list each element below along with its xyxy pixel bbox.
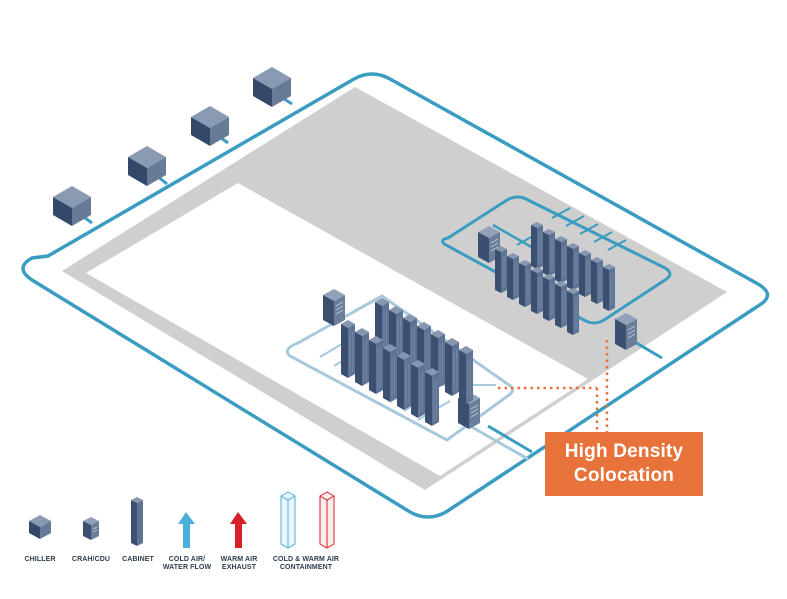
crah-unit-standard-1 [322, 288, 346, 327]
callout-line-1: High Density [564, 441, 684, 462]
legend-label-crah-cdu: CRAH/CDU [71, 556, 111, 563]
cdu-unit-hd-2 [614, 312, 638, 351]
containment-icon [280, 491, 335, 549]
legend-label-cold-air: COLD AIR/ WATER FLOW [162, 556, 212, 571]
cabinet-icon [131, 497, 143, 546]
legend-icons [29, 491, 335, 549]
high-density-colocation-callout: High Density Colocation [545, 432, 703, 496]
legend-label-chiller: CHILLER [24, 556, 56, 563]
legend-label-cabinet: CABINET [122, 556, 154, 563]
legend-label-containment: COLD & WARM AIR CONTAINMENT [272, 556, 340, 571]
cold-air-arrow-icon [178, 512, 195, 548]
legend-label-warm-air: WARM AIR EXHAUST [220, 556, 258, 571]
callout-line-2: Colocation [573, 465, 675, 486]
warm-air-arrow-icon [230, 512, 247, 548]
callout-leader-lines [498, 340, 609, 432]
crah-cdu-icon [83, 517, 99, 540]
hall-feed-pipe [487, 424, 533, 454]
chiller-icon [29, 515, 51, 539]
